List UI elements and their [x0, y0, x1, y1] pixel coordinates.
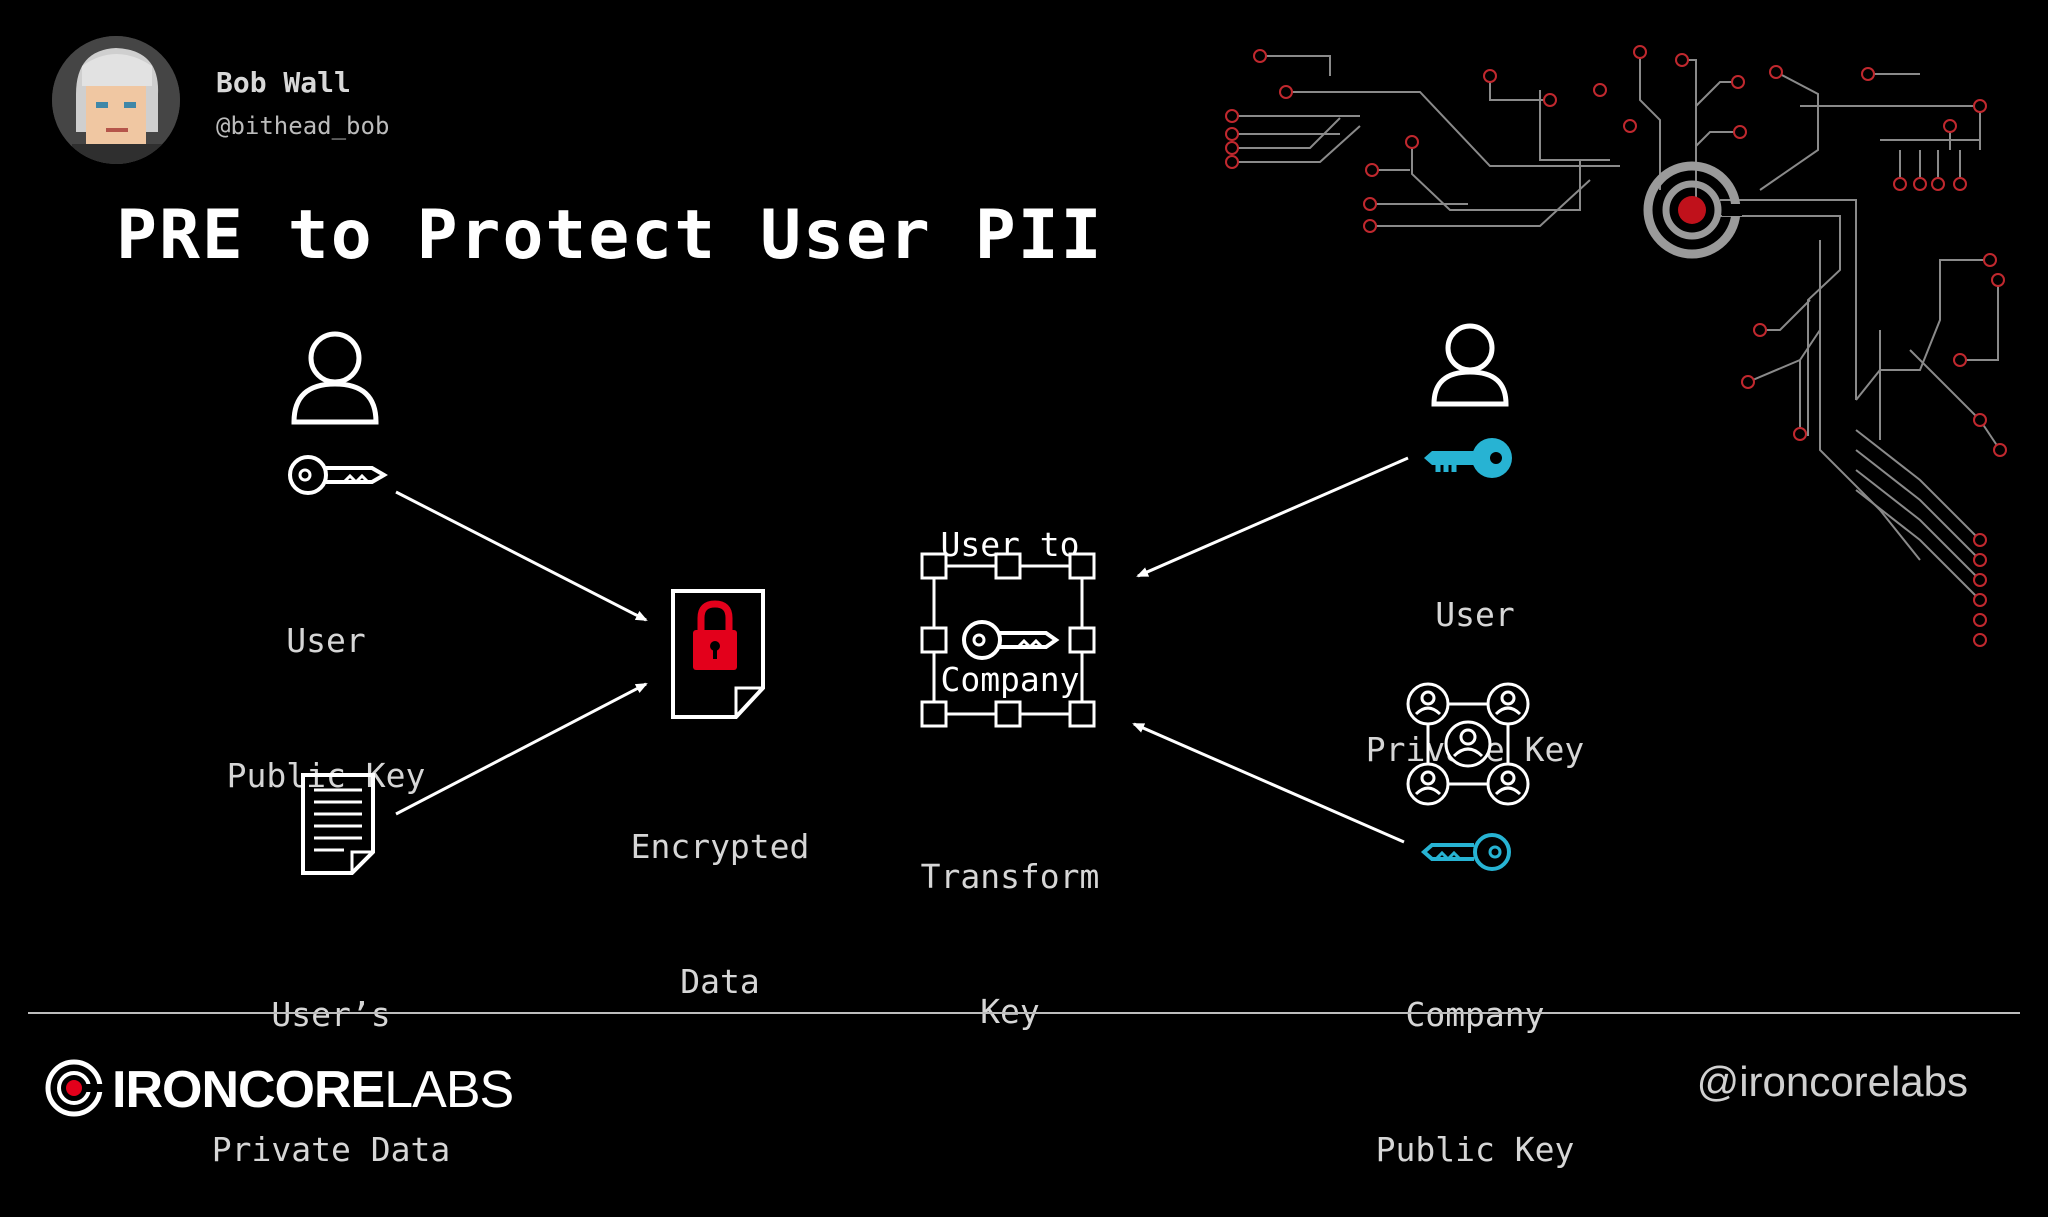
avatar-portrait [52, 36, 180, 164]
label-line: Data [680, 962, 760, 1001]
transform-key-icon [920, 552, 1096, 728]
arrow-private-key-to-transform [1136, 456, 1409, 578]
user-to-company-label: User to Company [880, 432, 1140, 747]
logo-light: LABS [384, 1061, 514, 1119]
label-line: User to [940, 525, 1080, 564]
user-public-key-label: User Public Key [196, 528, 456, 843]
speaker-avatar [52, 36, 180, 164]
arrow-data-to-encrypted [395, 682, 648, 816]
document-icon [301, 773, 375, 875]
speaker-handle: @bithead_bob [216, 112, 390, 140]
logo-bold: IRONCORE [112, 1061, 385, 1119]
transform-key-label: Transform Key [880, 764, 1140, 1079]
label-line: User [1435, 595, 1515, 634]
key-icon [1420, 833, 1511, 871]
users-private-data-label: User’s Private Data [186, 902, 476, 1217]
label-line: User’s [271, 995, 391, 1034]
lock-document-icon [671, 589, 765, 719]
label-line: Encrypted [630, 827, 810, 866]
encrypted-data-label: Encrypted Data [590, 734, 850, 1049]
user-icon [1431, 323, 1509, 407]
key-icon [288, 455, 388, 495]
ironcore-logo-icon [45, 1059, 104, 1117]
group-icon [1406, 682, 1530, 806]
circuit-decoration [1225, 45, 2007, 647]
company-handle: @ironcorelabs [1696, 1058, 1968, 1105]
label-line: Company [940, 660, 1080, 699]
speaker-name: Bob Wall [216, 66, 351, 99]
label-line: Transform [920, 857, 1100, 896]
arrows-layer [395, 456, 1409, 844]
user-icon [291, 331, 379, 425]
company-logo-wordmark: IRONCORELABS [112, 1060, 514, 1120]
key-icon [1424, 438, 1512, 478]
arrow-company-key-to-transform [1132, 722, 1405, 844]
arrow-public-key-to-encrypted [395, 490, 648, 622]
footer-divider [28, 1012, 2020, 1014]
label-line: Key [980, 992, 1040, 1031]
label-line: Company [1405, 995, 1545, 1034]
slide-title: PRE to Protect User PII [116, 196, 1104, 275]
label-line: User [286, 621, 366, 660]
